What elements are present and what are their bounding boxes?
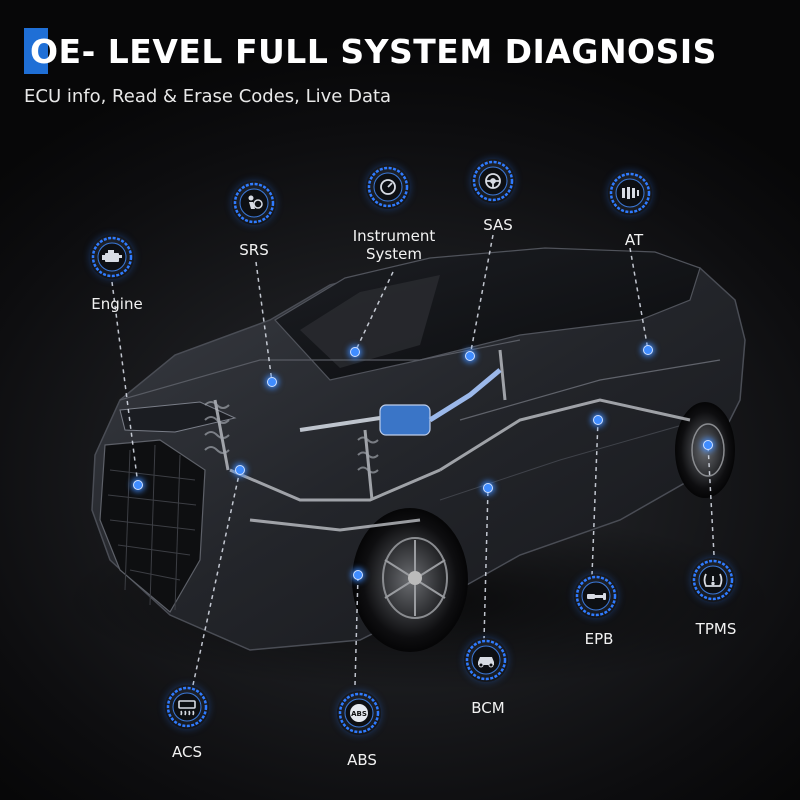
sas-location-dot	[465, 351, 475, 361]
tpms-node	[691, 558, 735, 602]
abs-label: ABS	[347, 751, 377, 769]
tire-pressure-icon	[703, 573, 723, 587]
instrument-node	[366, 165, 410, 209]
transmission-icon	[622, 187, 639, 199]
srs-location-dot	[267, 377, 277, 387]
instrument-location-dot	[350, 347, 360, 357]
srs-label: SRS	[239, 241, 269, 259]
epb-location-dot	[593, 415, 603, 425]
srs-node	[232, 181, 276, 225]
gauge-icon	[380, 179, 396, 195]
airbag-icon	[248, 195, 263, 209]
abs-location-dot	[353, 570, 363, 580]
car-body-icon	[478, 657, 494, 668]
title-accent-bar	[24, 28, 48, 74]
parking-brake-icon	[587, 593, 606, 600]
acs-label: ACS	[172, 743, 202, 761]
bcm-location-dot	[483, 483, 493, 493]
tpms-location-dot	[703, 440, 713, 450]
engine-location-dot	[133, 480, 143, 490]
acs-location-dot	[235, 465, 245, 475]
steering-wheel-icon	[485, 173, 501, 189]
bcm-node	[464, 638, 508, 682]
epb-label: EPB	[584, 630, 614, 648]
header: OE- LEVEL FULL SYSTEM DIAGNOSIS	[24, 28, 717, 74]
at-label: AT	[624, 231, 644, 249]
svg-text:ABS: ABS	[351, 710, 367, 718]
engine-icon	[102, 250, 122, 262]
engine-label: Engine	[91, 295, 143, 313]
acs-node	[165, 685, 209, 729]
bcm-label: BCM	[471, 699, 505, 717]
at-node	[608, 171, 652, 215]
page-subtitle: ECU info, Read & Erase Codes, Live Data	[24, 86, 392, 107]
at-location-dot	[643, 345, 653, 355]
epb-node	[574, 574, 618, 618]
sas-node	[471, 159, 515, 203]
engine-node	[90, 235, 134, 279]
tpms-label: TPMS	[695, 620, 737, 638]
instrument-label: Instrument System	[352, 227, 436, 263]
abs-node: ABS	[337, 691, 381, 735]
sas-label: SAS	[483, 216, 513, 234]
air-conditioning-icon	[178, 700, 196, 716]
page-title: OE- LEVEL FULL SYSTEM DIAGNOSIS	[30, 31, 717, 71]
abs-icon: ABS	[350, 704, 368, 722]
